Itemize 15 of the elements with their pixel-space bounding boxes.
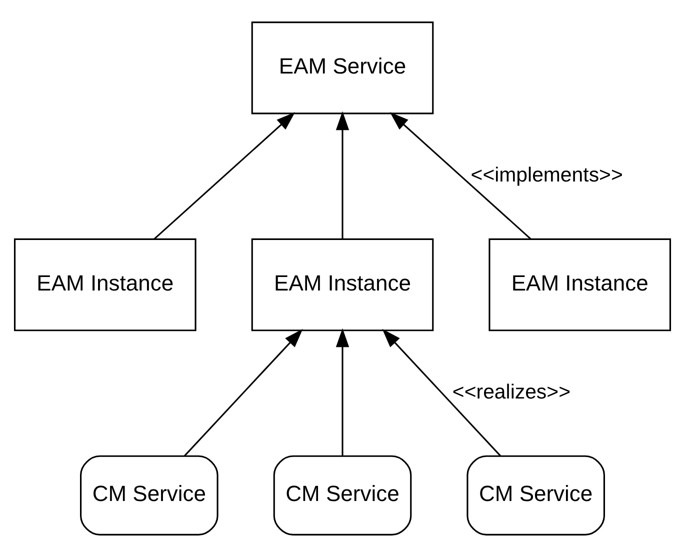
arrow bbox=[184, 328, 303, 456]
node-box: CM Service bbox=[80, 455, 218, 536]
arrow bbox=[336, 111, 350, 239]
node-box: CM Service bbox=[273, 455, 412, 536]
node-box: EAM Instance bbox=[488, 238, 672, 332]
arrow bbox=[154, 112, 296, 240]
edge-label: <<realizes>> bbox=[452, 382, 571, 404]
arrow bbox=[336, 328, 350, 456]
node-box: EAM Service bbox=[251, 22, 434, 114]
node-box: EAM Instance bbox=[14, 238, 196, 332]
edge-label: <<implements>> bbox=[470, 164, 623, 187]
arrow bbox=[390, 112, 532, 240]
node-box: CM Service bbox=[466, 455, 605, 536]
node-box: EAM Instance bbox=[251, 238, 434, 332]
arrow bbox=[382, 328, 501, 456]
